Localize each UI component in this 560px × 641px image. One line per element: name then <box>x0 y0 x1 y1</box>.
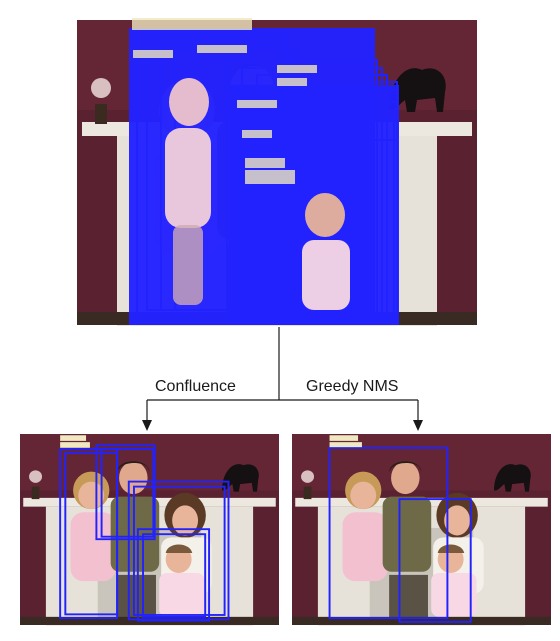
confluence-label: Confluence <box>155 378 236 395</box>
confluence-boxes <box>59 444 230 622</box>
confidence-score-labels <box>132 18 317 184</box>
greedy-nms-result-image <box>292 434 552 626</box>
greedy-nms-boxes <box>328 446 472 623</box>
greedy-nms-label: Greedy NMS <box>306 378 398 395</box>
input-detections-image <box>77 18 477 326</box>
arrow-head-right <box>413 420 423 431</box>
greedy-nms-score-labels <box>329 435 362 448</box>
people-through-boxes <box>165 78 350 310</box>
split-connector <box>146 327 419 424</box>
confluence-result-image <box>20 434 280 626</box>
confluence-score-labels <box>60 435 90 448</box>
arrow-head-left <box>142 420 152 431</box>
